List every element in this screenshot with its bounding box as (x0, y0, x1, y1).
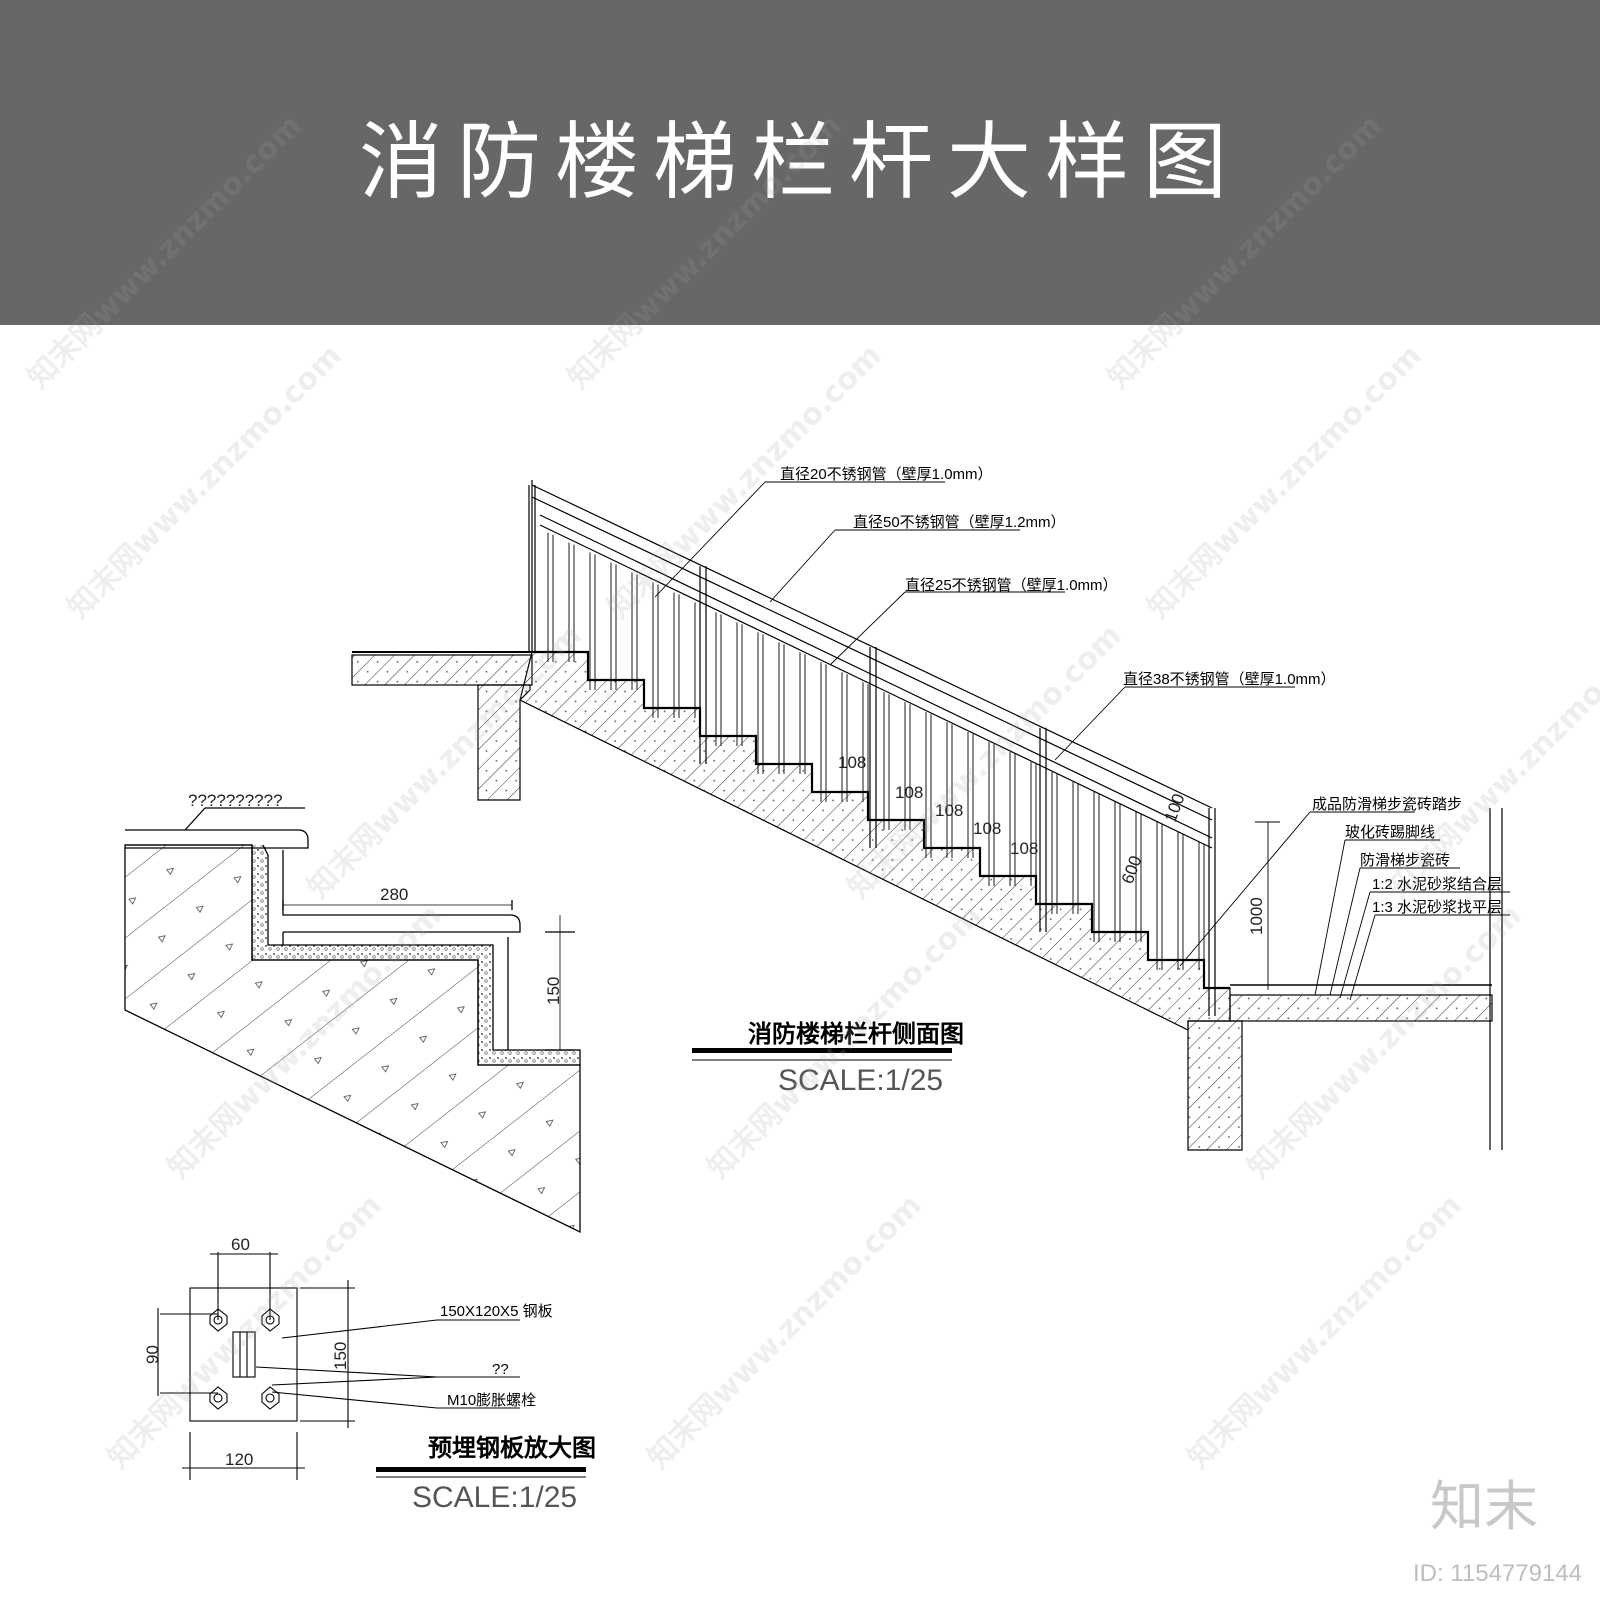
dim-spacing: 108 (1010, 839, 1038, 858)
railing (528, 480, 1216, 1016)
dim-plate-height: 150 (331, 1342, 350, 1370)
plate-title-block: 预埋钢板放大图 SCALE:1/25 (376, 1434, 596, 1514)
bolt-icon (209, 1386, 228, 1410)
label-screed-layer: 1:3 水泥砂浆找平层 (1372, 898, 1502, 916)
watermark-text: 知末网www.znzmo.com (1241, 898, 1529, 1186)
label-unknown: ?? (492, 1361, 509, 1378)
watermark-text: 知末网www.znzmo.com (1101, 108, 1389, 396)
dim-riser: 150 (544, 977, 563, 1005)
label-tile: 防滑梯步瓷砖 (1360, 852, 1450, 869)
bottom-beam (1187, 1020, 1243, 1151)
side-view (351, 480, 1510, 1151)
dim-rail-gap: 100 (1161, 791, 1189, 824)
label-d38-pipe: 直径38不锈钢管（壁厚1.0mm） (1123, 671, 1336, 688)
dim-post-height: 1000 (1247, 897, 1266, 935)
label-expansion-bolt: M10膨胀螺栓 (447, 1392, 536, 1409)
handrail-top (531, 484, 1213, 809)
label-d25-pipe: 直径25不锈钢管（壁厚1.0mm） (905, 577, 1118, 594)
dim-spacing: 108 (935, 801, 963, 820)
image-id: ID: 1154779144 (1412, 1560, 1582, 1587)
handrail-bottom (531, 496, 1213, 821)
plate-detail-scale: SCALE:1/25 (412, 1481, 577, 1514)
side-view-title: 消防楼梯栏杆侧面图 (748, 1020, 964, 1048)
watermark-text: 知末网www.znzmo.com (61, 338, 349, 626)
watermark-text: 知末网www.znzmo.com (561, 108, 849, 396)
watermark-logo: 知末 (1430, 1475, 1538, 1538)
bolt-icon (261, 1386, 280, 1410)
page-title: 消防楼梯栏杆大样图 (358, 113, 1241, 211)
step-detail-label: ?????????? (188, 791, 283, 810)
leader-lines (654, 481, 1510, 1001)
bottom-floor-slab (1229, 994, 1493, 1022)
label-d20-pipe: 直径20不锈钢管（壁厚1.0mm） (780, 466, 993, 483)
label-steel-plate: 150X120X5 钢板 (440, 1302, 553, 1320)
dim-spacing: 108 (838, 753, 866, 772)
side-view-title-block: 消防楼梯栏杆侧面图 SCALE:1/25 (692, 1020, 964, 1097)
dim-plate-width: 120 (225, 1450, 253, 1469)
label-skirting: 玻化砖踢脚线 (1345, 824, 1435, 841)
watermark-text: 知末网www.znzmo.com (1141, 338, 1429, 626)
dim-bolt-spacing: 60 (231, 1235, 250, 1254)
stair-flight (519, 651, 1231, 1031)
label-tread: 成品防滑梯步瓷砖踏步 (1312, 796, 1462, 813)
dim-spacing: 108 (895, 783, 923, 802)
side-view-scale: SCALE:1/25 (778, 1064, 943, 1097)
dim-bolt-vertical: 90 (143, 1345, 162, 1364)
plate-detail (157, 1252, 520, 1480)
dim-spacing: 108 (973, 819, 1001, 838)
header-banner: 消防楼梯栏杆大样图 (0, 0, 1600, 325)
watermark-text: 知末网www.znzmo.com (641, 1188, 929, 1476)
label-bond-layer: 1:2 水泥砂浆结合层 (1372, 875, 1502, 893)
dim-tread: 280 (380, 885, 408, 904)
watermark-text: 知末网www.znzmo.com (101, 1188, 389, 1476)
watermark-text: 知末网www.znzmo.com (21, 108, 309, 396)
step-detail (124, 807, 581, 1234)
label-d50-pipe: 直径50不锈钢管（壁厚1.2mm） (853, 514, 1066, 531)
watermark-text: 知末网www.znzmo.com (1181, 1188, 1469, 1476)
plate-detail-title: 预埋钢板放大图 (428, 1434, 596, 1462)
top-landing-slab (351, 654, 533, 686)
